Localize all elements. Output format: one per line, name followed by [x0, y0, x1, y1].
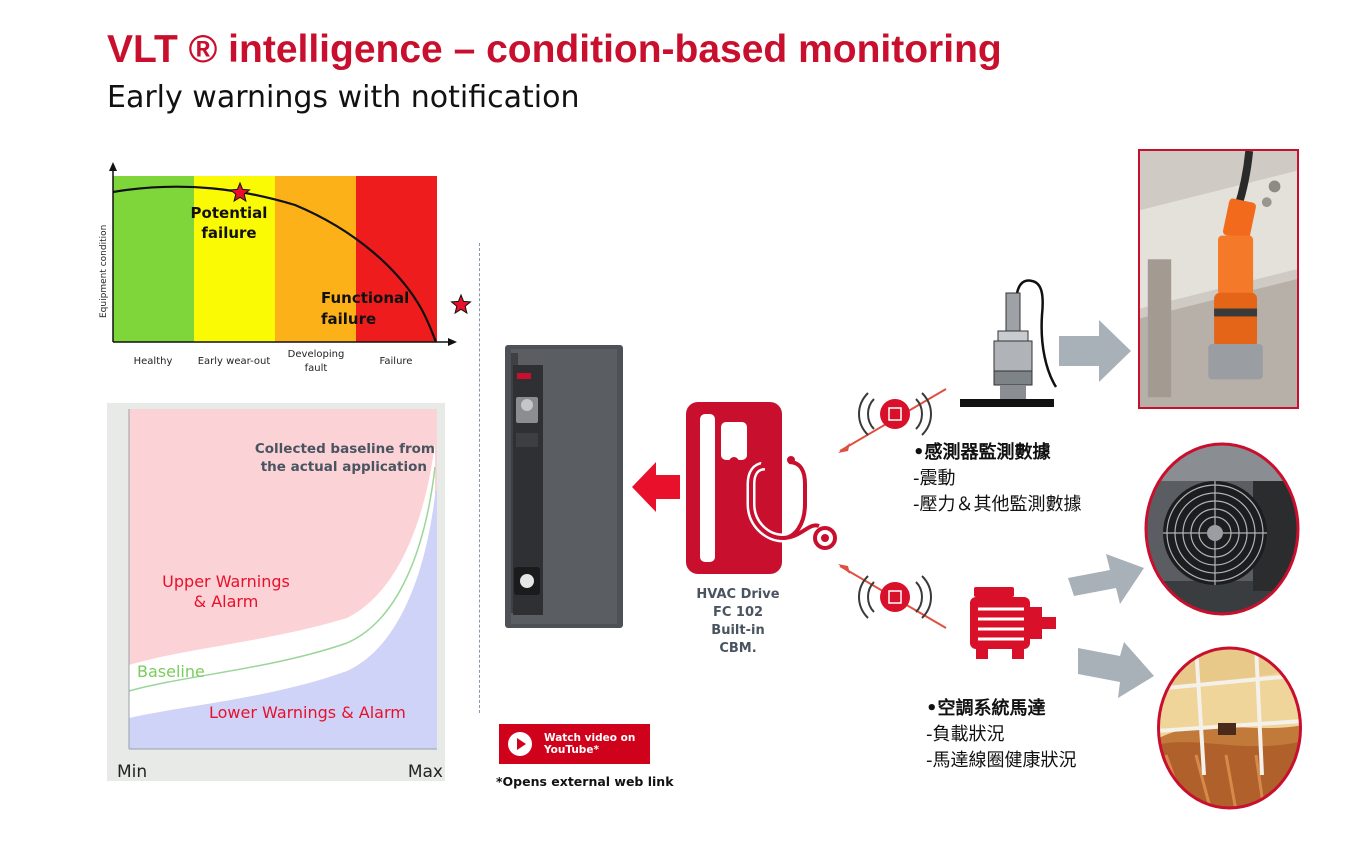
motor-icon	[970, 587, 1056, 659]
motor-info-item: -馬達線圈健康狀況	[926, 750, 1077, 771]
wireless-signal-icon	[838, 388, 947, 453]
page-subtitle: Early warnings with notification	[107, 80, 580, 115]
vibration-sensor-icon	[960, 279, 1058, 407]
potential-failure-label-2: failure	[201, 224, 256, 242]
hvac-caption-line-2: FC 102	[712, 605, 764, 620]
baseline-line	[128, 466, 436, 692]
lower-warning-region	[129, 491, 437, 749]
baseline-annotation-2: the actual application	[261, 459, 427, 475]
zone-label-fault: fault	[305, 363, 328, 374]
section-divider	[479, 243, 480, 713]
pf-curve-chart: Potential failure Functional failure Equ…	[99, 162, 472, 374]
x-axis-arrowhead	[448, 338, 457, 346]
motor-info: •空調系統馬達 -負載狀況 -馬達線圈健康狀況	[926, 696, 1077, 774]
upper-warnings-label-1: Upper Warnings	[162, 572, 290, 591]
functional-failure-label-1: Functional	[321, 289, 409, 307]
hvac-caption-line-1: HVAC Drive	[696, 587, 780, 602]
motor-info-item: -負載狀況	[926, 724, 1005, 745]
sensor-photo	[1138, 149, 1299, 409]
functional-failure-star	[450, 293, 472, 315]
watch-video-label: Watch video on YouTube*	[544, 732, 636, 756]
pf-curve	[112, 185, 438, 343]
y-axis-arrowhead	[109, 162, 117, 171]
potential-failure-label-1: Potential	[191, 204, 268, 222]
functional-failure-label-2: failure	[321, 310, 376, 328]
sensor-info-item: -震動	[913, 468, 956, 489]
zone-early-wear-out	[194, 176, 275, 342]
page-title: VLT ® intelligence – condition-based mon…	[107, 28, 1002, 71]
motor-info-heading: •空調系統馬達	[926, 698, 1046, 719]
zone-label-healthy: Healthy	[134, 356, 173, 367]
sensor-info-heading: •感測器監測數據	[913, 442, 1051, 463]
fan-motor-photo	[1144, 442, 1300, 616]
grey-arrow-up-right-icon	[1068, 554, 1144, 604]
wireless-signal-icon	[838, 564, 947, 629]
motor-coil-photo	[1157, 646, 1302, 810]
y-axis-label: Equipment condition	[99, 225, 109, 318]
upper-warnings-label-2: & Alarm	[194, 592, 259, 611]
grey-arrow-right-icon	[1059, 320, 1131, 382]
play-icon	[508, 732, 532, 756]
vlt-drive-unit	[505, 345, 623, 628]
x-max-label: Max	[408, 762, 443, 781]
external-link-note: *Opens external web link	[496, 774, 674, 789]
potential-failure-star	[229, 181, 251, 203]
zone-label-developing: Developing	[288, 349, 345, 360]
grey-arrow-down-right-icon	[1078, 642, 1154, 698]
lower-warnings-label: Lower Warnings & Alarm	[209, 703, 406, 722]
baseline-chart: Collected baseline from the actual appli…	[107, 403, 445, 781]
hvac-drive-stethoscope-icon	[686, 402, 837, 574]
zone-healthy	[113, 176, 194, 342]
hvac-caption: HVAC Drive FC 102 Built-in CBM.	[678, 586, 798, 658]
baseline-annotation-1: Collected baseline from	[255, 441, 435, 457]
zone-label-early-wear-out: Early wear-out	[198, 356, 271, 367]
zone-label-failure: Failure	[380, 356, 413, 367]
baseline-band	[129, 443, 435, 718]
red-arrow-left-icon	[632, 462, 680, 512]
baseline-label: Baseline	[137, 662, 205, 681]
watch-video-youtube-button[interactable]: Watch video on YouTube*	[499, 724, 650, 764]
x-min-label: Min	[117, 762, 147, 781]
hvac-caption-line-4: CBM.	[719, 641, 757, 656]
sensor-info: •感測器監測數據 -震動 -壓力＆其他監測數據	[913, 440, 1082, 518]
hvac-caption-line-3: Built-in	[711, 623, 765, 638]
sensor-info-item: -壓力＆其他監測數據	[913, 494, 1082, 515]
